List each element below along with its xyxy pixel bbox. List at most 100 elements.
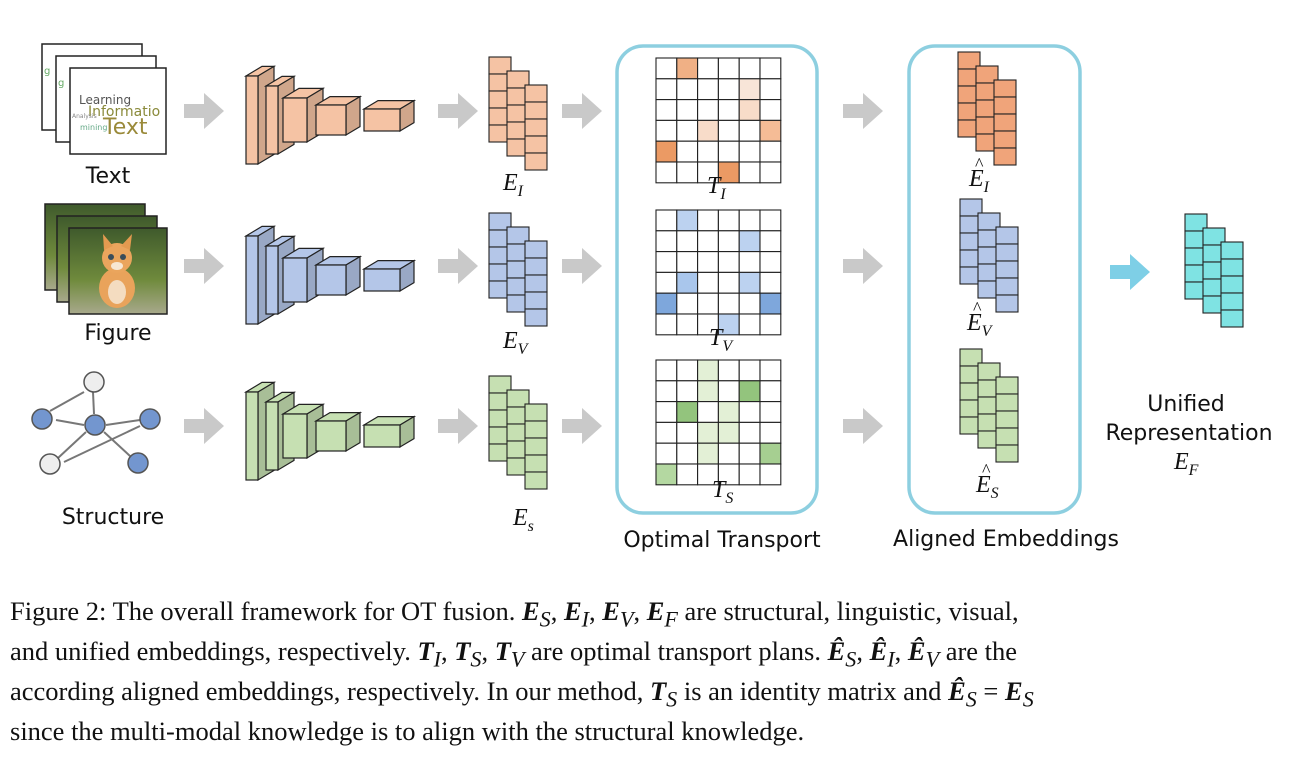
transport-cell (697, 209, 719, 232)
transport-cell (676, 251, 699, 273)
transport-cell (759, 57, 782, 80)
structure-encoder (243, 381, 417, 482)
embedding-cell (1220, 258, 1244, 277)
transport-cell (717, 421, 740, 444)
wordcloud-word: Text (102, 115, 148, 140)
transport-cell (738, 251, 761, 273)
wordcloud-word: Analysis (72, 113, 97, 120)
transport-cell (655, 292, 678, 315)
transport-cell (697, 78, 719, 101)
embedding-label-figure: EV (502, 328, 530, 358)
transport-plan-label-structure: TS (712, 477, 733, 507)
flow-arrow (843, 248, 883, 284)
transport-cell (738, 442, 761, 465)
embedding-cell (524, 84, 548, 103)
transport-cell (738, 271, 761, 294)
structure-graph (49, 391, 141, 463)
transport-cell (759, 313, 782, 336)
transport-cell (676, 119, 699, 142)
transport-cell (655, 380, 678, 403)
caption-line-2: and unified embeddings, respectively. TI… (10, 635, 1018, 672)
encoder-box-front (315, 104, 347, 136)
embedding-cell (524, 257, 548, 276)
embedding-cell (524, 471, 548, 490)
aligned-embeddings-frame (907, 44, 1082, 515)
transport-cell (717, 99, 740, 121)
flow-arrow (438, 248, 478, 284)
embedding-stacks (488, 51, 1244, 490)
encoder-box-front (315, 264, 347, 296)
transport-cell (717, 57, 740, 80)
transport-matrix-structure (655, 359, 782, 486)
flow-arrow (184, 408, 224, 444)
caption-line-1: Figure 2: The overall framework for OT f… (10, 596, 1019, 632)
transport-cell (655, 230, 678, 253)
embedding-cell (995, 243, 1019, 262)
transport-cell (738, 230, 761, 253)
embedding-cell (995, 393, 1019, 412)
embedding-cell (1220, 292, 1244, 311)
transport-cell (697, 230, 719, 253)
aligned-label-figure: EV (966, 310, 994, 340)
transport-cell (655, 209, 678, 232)
transport-cell (676, 140, 699, 163)
transport-cell (655, 359, 678, 382)
embedding-cell (524, 240, 548, 259)
graph-edge (105, 419, 141, 426)
hat-accent: ^ (975, 154, 984, 174)
transport-cell (676, 442, 699, 465)
graph-edge (57, 431, 87, 459)
wordcloud-word: mining (80, 123, 107, 132)
encoder-box-front (265, 245, 279, 315)
transport-cell (717, 119, 740, 142)
transport-cell (738, 313, 761, 336)
embedding-label-structure: Es (512, 505, 534, 535)
framework-figure: g g Learning Informatio Text mining Anal… (31, 43, 1273, 553)
transport-cell (759, 230, 782, 253)
encoder-box-front (245, 75, 259, 165)
encoders (243, 65, 417, 482)
graph-edge (92, 391, 95, 415)
caption-text: is an identity matrix and (683, 675, 942, 706)
aligned-stack-text (957, 51, 1017, 166)
caption-text: and unified embeddings, respectively. (10, 635, 411, 666)
transport-cell (717, 359, 740, 382)
transport-cell (697, 421, 719, 444)
graph-edge (103, 431, 131, 457)
transport-cell (655, 421, 678, 444)
text-input-stack: g g Learning Informatio Text mining Anal… (41, 43, 167, 155)
transport-cell (676, 421, 699, 444)
embedding-cell (993, 96, 1017, 115)
encoder-box-front (282, 257, 308, 303)
caption-text: are optimal transport plans. (531, 635, 821, 666)
embedding-cell (1220, 309, 1244, 328)
transport-cell (676, 57, 699, 80)
embedding-cell (524, 420, 548, 439)
transport-cell (759, 78, 782, 101)
embedding-cell (993, 79, 1017, 98)
transport-cell (717, 401, 740, 423)
transport-cell (676, 161, 699, 184)
transport-cell (717, 140, 740, 163)
transport-cell (676, 209, 699, 232)
transport-cell (759, 380, 782, 403)
encoder-box-front (363, 268, 401, 292)
graph-node (127, 452, 149, 474)
transport-cell (676, 99, 699, 121)
transport-cell (738, 380, 761, 403)
kitten-image (99, 234, 135, 308)
embedding-stack-structure (488, 375, 548, 490)
encoder-box-front (363, 108, 401, 132)
embedding-cell (995, 427, 1019, 446)
caption-line-3: according aligned embeddings, respective… (10, 675, 1034, 712)
flow-arrow (438, 93, 478, 129)
transport-cell (655, 140, 678, 163)
transport-cell (759, 209, 782, 232)
transport-plan-label-text: TI (707, 173, 726, 203)
transport-cell (717, 292, 740, 315)
embedding-cell (524, 118, 548, 137)
transport-cell (717, 271, 740, 294)
transport-cell (759, 292, 782, 315)
transport-cell (738, 78, 761, 101)
graph-node (84, 414, 106, 436)
